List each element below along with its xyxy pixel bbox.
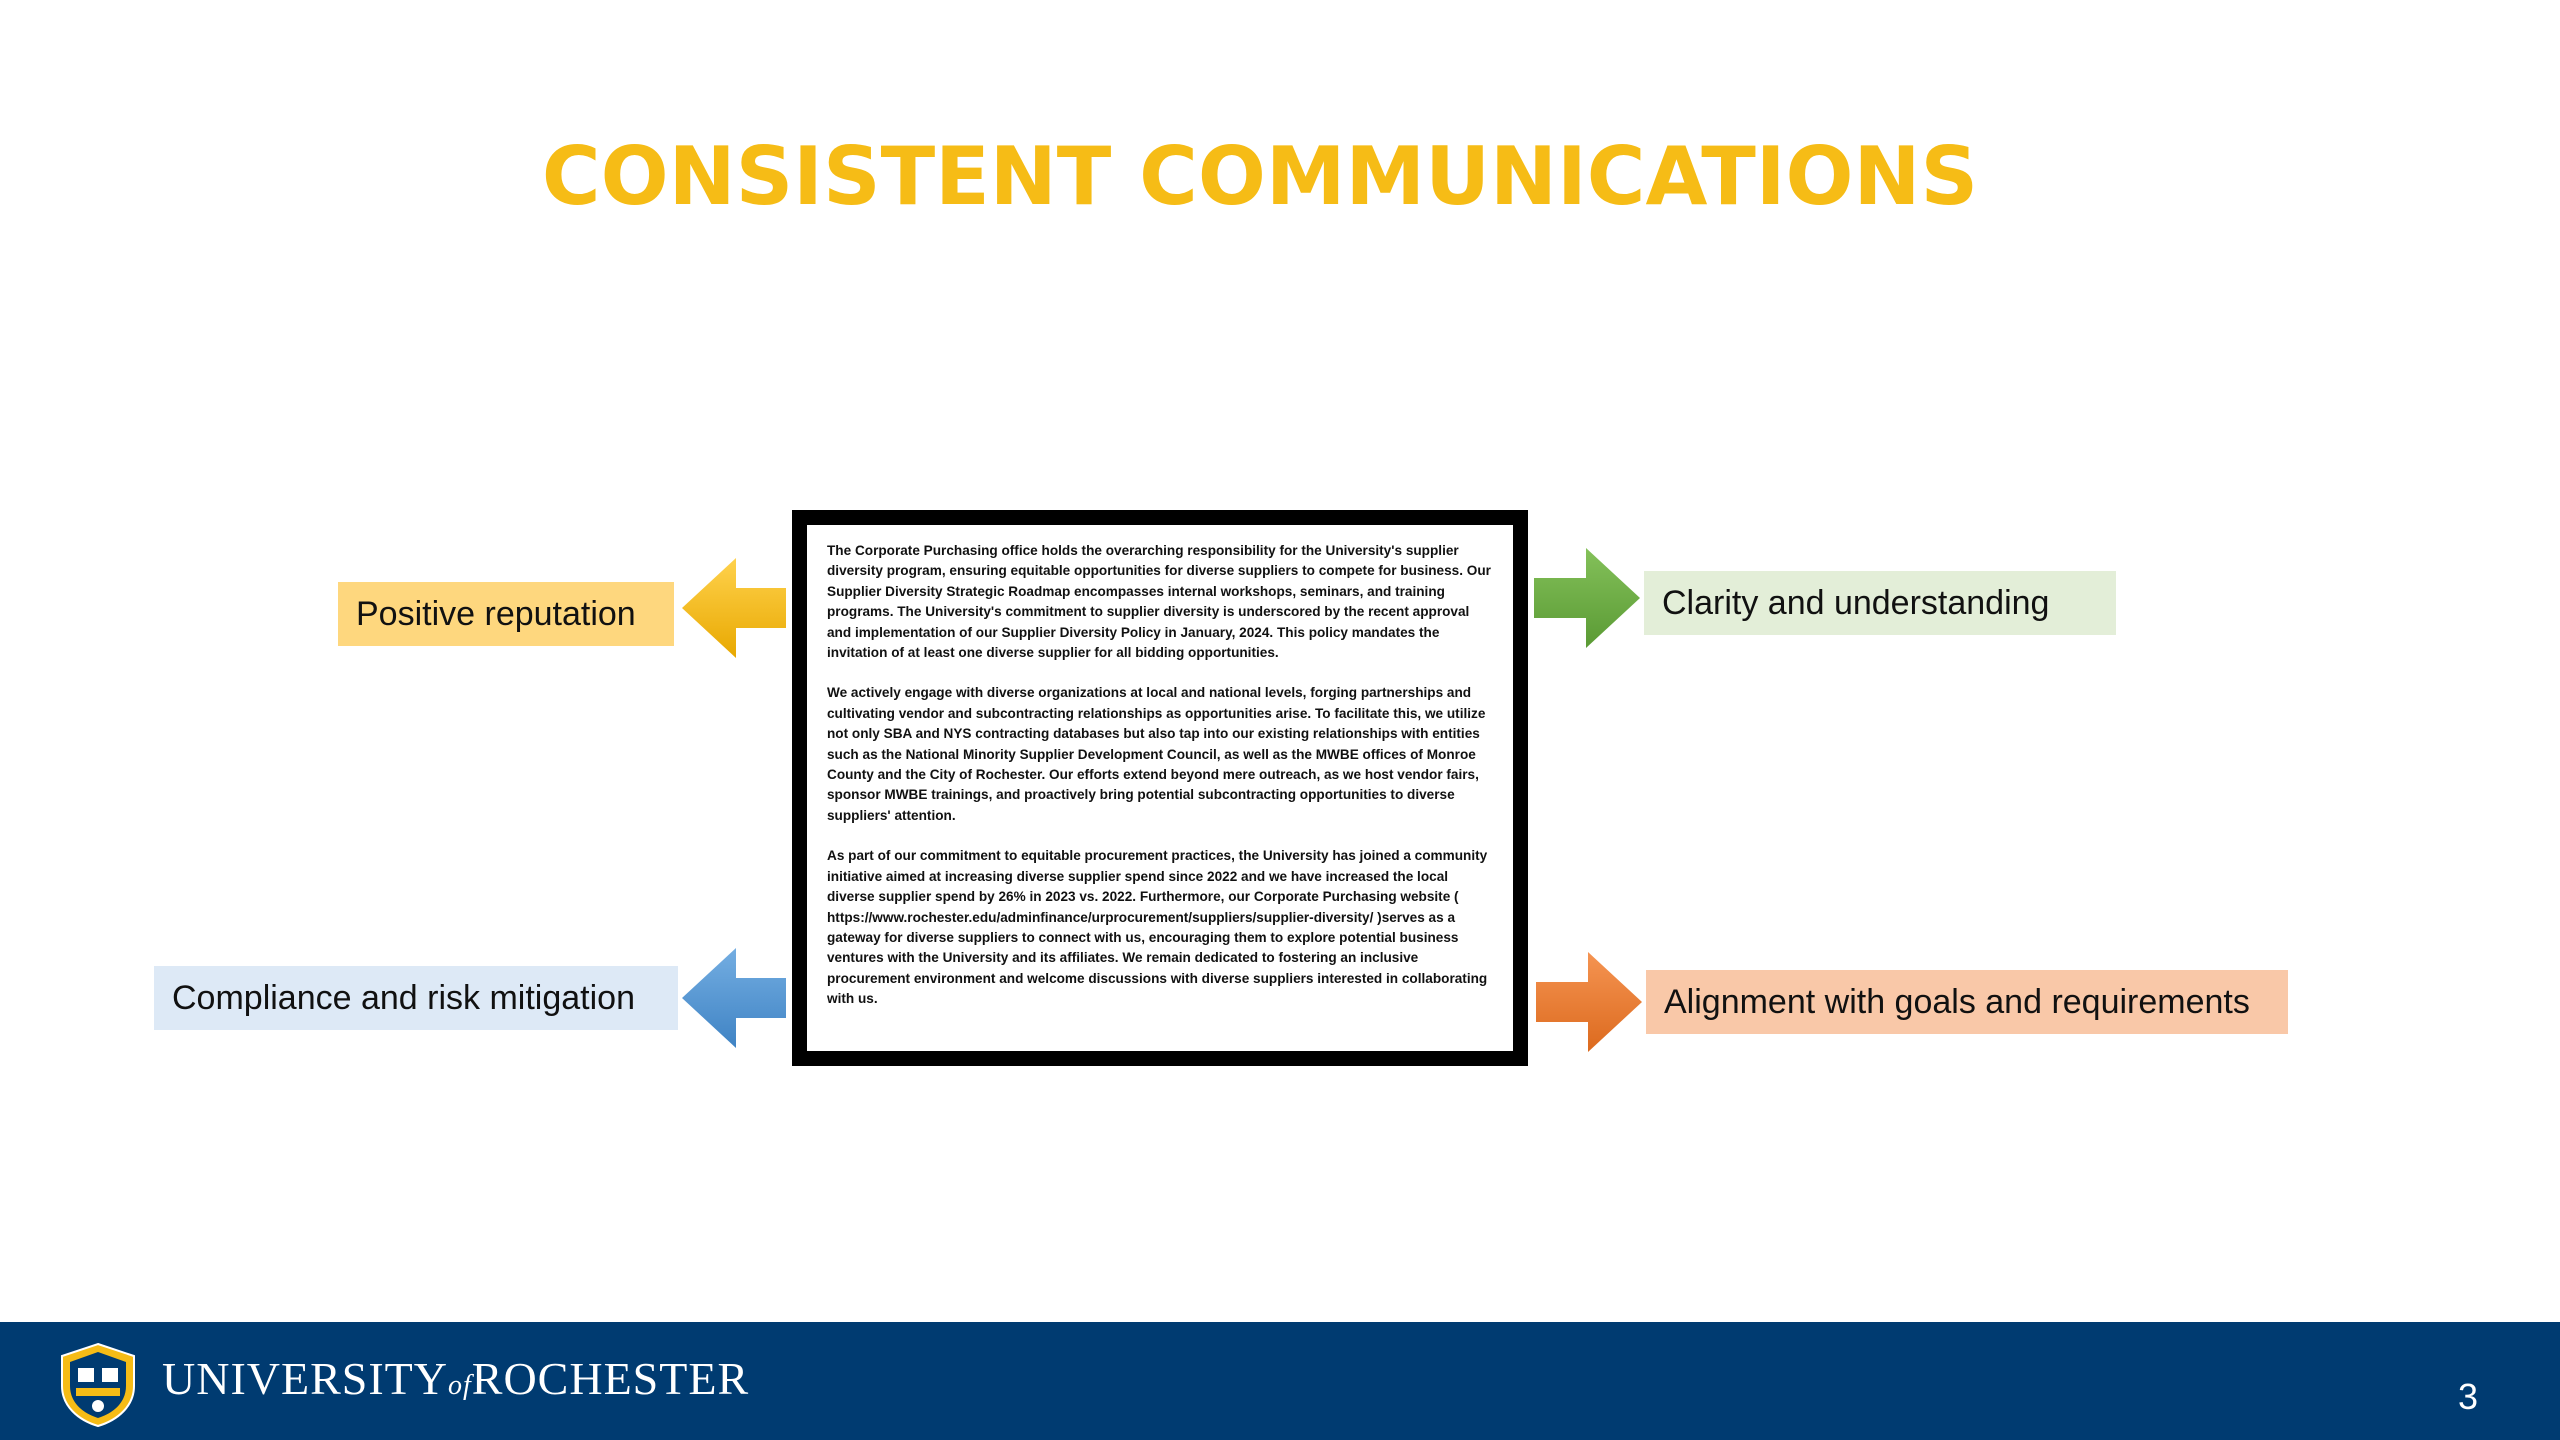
label-alignment-with-goals: Alignment with goals and requirements — [1646, 970, 2288, 1034]
footer-bar: UNIVERSITYofROCHESTER 3 — [0, 1322, 2560, 1440]
center-text-box: The Corporate Purchasing office holds th… — [792, 510, 1528, 1066]
university-seal-icon — [61, 1342, 135, 1428]
wordmark-of: of — [447, 1370, 472, 1401]
label-positive-reputation: Positive reputation — [338, 582, 674, 646]
slide-title: CONSISTENT COMMUNICATIONS — [541, 130, 1979, 223]
wordmark-rochester: ROCHESTER — [471, 1353, 750, 1404]
right-arrow-green-icon — [1534, 548, 1640, 648]
paragraph-1: The Corporate Purchasing office holds th… — [827, 543, 1491, 661]
left-arrow-yellow-icon — [682, 558, 786, 658]
left-arrow-blue-icon — [682, 948, 786, 1048]
paragraph-2: We actively engage with diverse organiza… — [827, 685, 1486, 823]
wordmark-university: UNIVERSITY — [162, 1353, 448, 1404]
center-text-content: The Corporate Purchasing office holds th… — [804, 522, 1516, 1054]
label-clarity-and-understanding: Clarity and understanding — [1644, 571, 2116, 635]
label-compliance-and-risk-mitigation: Compliance and risk mitigation — [154, 966, 678, 1030]
university-wordmark: UNIVERSITYofROCHESTER — [162, 1352, 749, 1405]
paragraph-3: As part of our commitment to equitable p… — [827, 848, 1488, 1007]
page-number: 3 — [2457, 1376, 2478, 1417]
right-arrow-orange-icon — [1536, 952, 1642, 1052]
